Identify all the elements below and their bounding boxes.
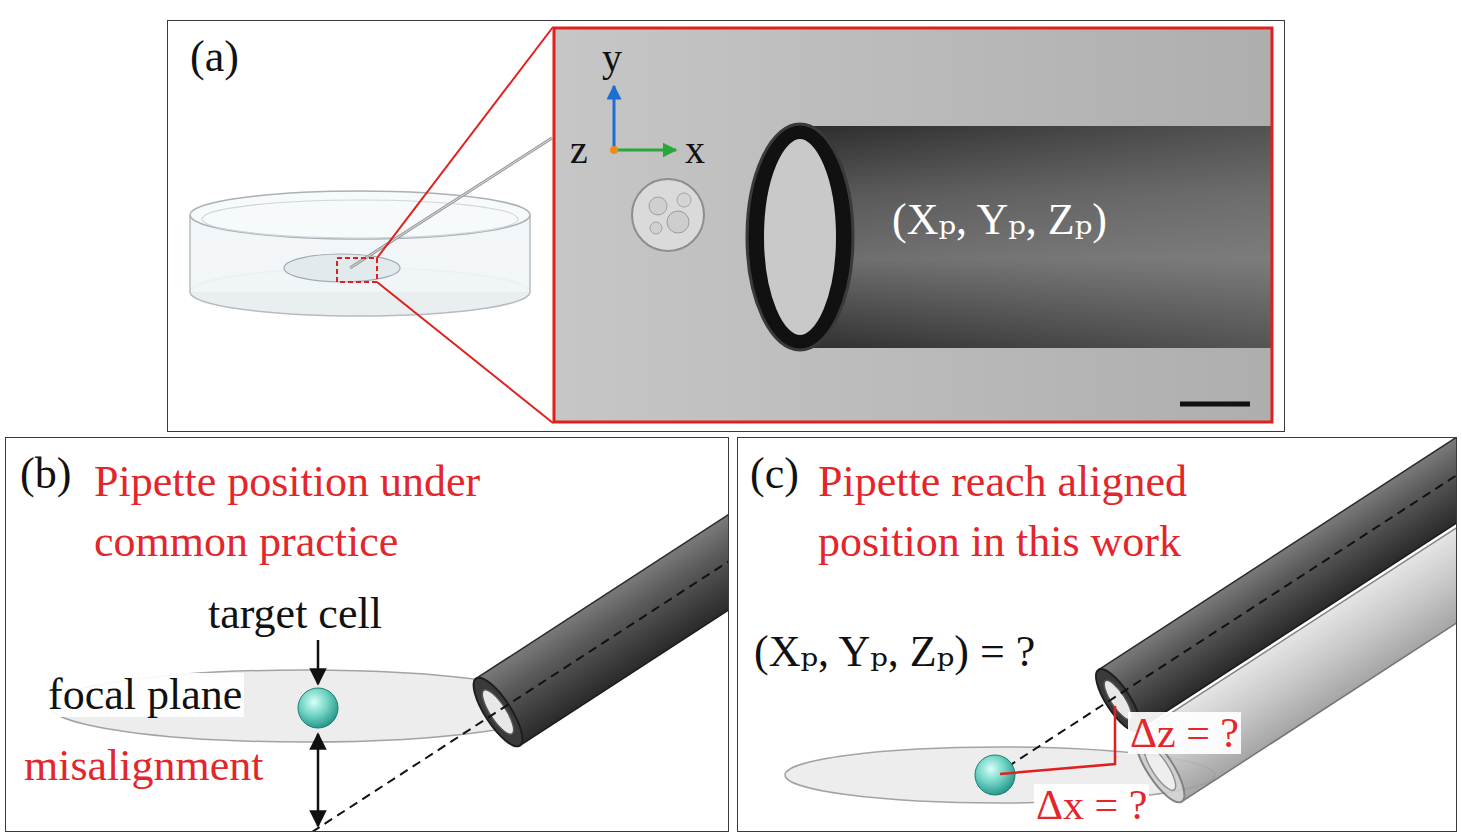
panel-title: Pipette position under common practice [94,452,554,572]
panel-letter: (b) [20,452,71,496]
coordinate-label: (Xₚ, Yₚ, Zₚ) [890,198,1109,242]
offset-label: Δz = ? [1128,712,1241,754]
panel-a: (a) [167,20,1285,432]
scale-bar [1180,402,1250,407]
coordinate-label: (Xₚ, Yₚ, Zₚ) = ? [752,630,1037,674]
axis-label: y [600,38,624,78]
panel-title: Pipette reach aligned position in this w… [818,452,1268,572]
callout-label: misalignment [22,744,266,788]
axis-label: z [568,130,590,170]
offset-label: Δx = ? [1034,784,1149,826]
axis-triad [610,86,676,154]
axis-label: x [683,130,707,170]
callout-label: focal plane [46,673,244,717]
panel-letter: (a) [190,35,239,79]
microscope-inset [554,28,1280,422]
panel-letter: (c) [750,452,799,496]
petri-dish [190,27,553,423]
panel-c-illustration [785,438,1456,809]
callout-label: target cell [206,592,384,636]
